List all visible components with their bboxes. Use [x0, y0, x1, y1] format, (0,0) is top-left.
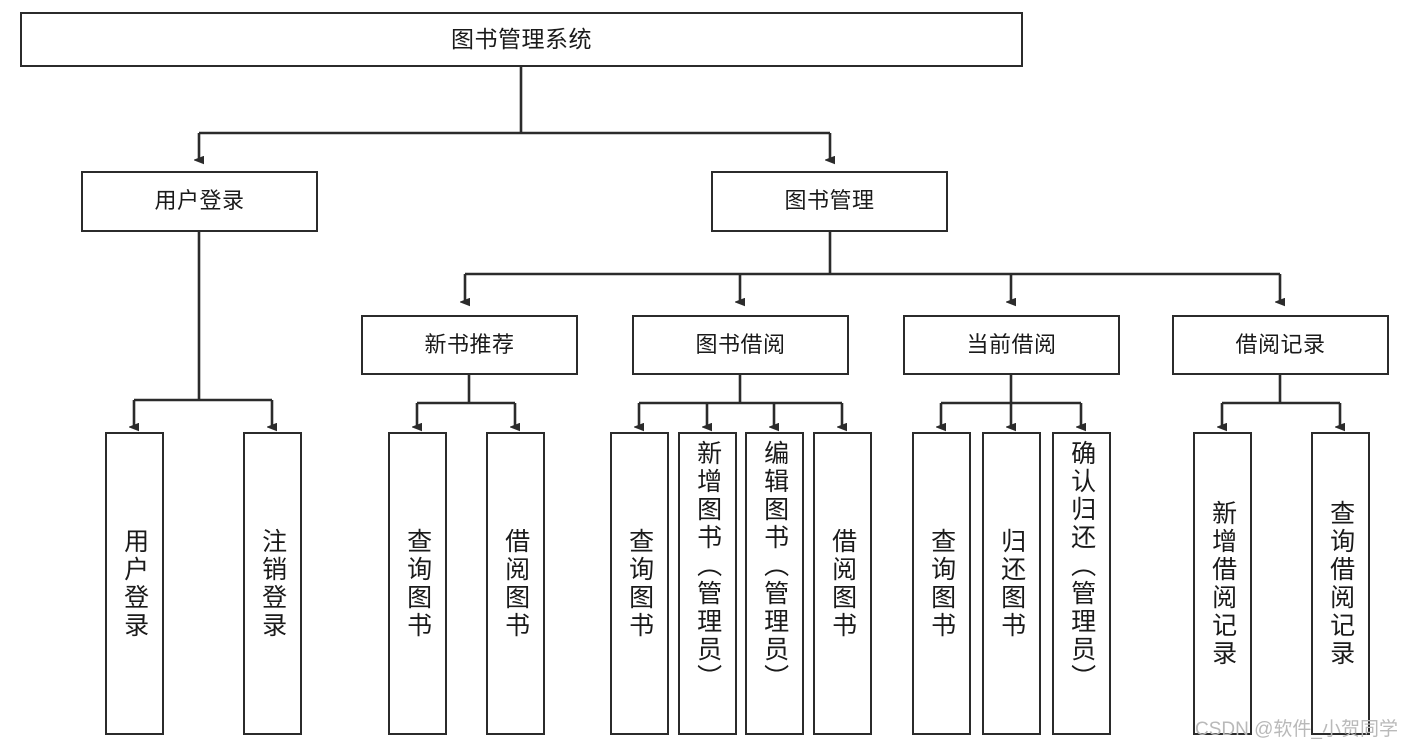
node-label: 用户登录 — [120, 527, 149, 640]
node-label: 当前借阅 — [966, 331, 1057, 357]
node-label: 用户登录 — [154, 188, 245, 214]
node-new-book-recommend[interactable]: 新书推荐 — [361, 315, 578, 375]
node-label: 图书管理 — [784, 188, 875, 214]
node-book-management[interactable]: 图书管理 — [711, 171, 948, 232]
node-label: 注销登录 — [258, 527, 287, 640]
csdn-watermark: CSDN @软件_小贺同学 — [1195, 719, 1398, 740]
node-label: 借阅图书 — [828, 527, 857, 640]
node-label: 查询图书 — [403, 527, 432, 640]
node-current-borrow[interactable]: 当前借阅 — [903, 315, 1120, 375]
node-label: 查询图书 — [625, 527, 654, 640]
node-root-book-management-system[interactable]: 图书管理系统 — [20, 12, 1023, 67]
node-label: 借阅记录 — [1235, 331, 1326, 357]
node-label: 图书借阅 — [695, 331, 786, 357]
leaf-borrow-book-borrow[interactable]: 借阅图书 — [813, 432, 872, 735]
node-user-login[interactable]: 用户登录 — [81, 171, 318, 232]
leaf-user-login[interactable]: 用户登录 — [105, 432, 164, 735]
leaf-logout-login[interactable]: 注销登录 — [243, 432, 302, 735]
node-label: 编辑图书（管理员） — [760, 440, 789, 692]
leaf-edit-book-admin[interactable]: 编辑图书（管理员） — [745, 432, 804, 735]
node-label: 新书推荐 — [424, 331, 515, 357]
leaf-return-book[interactable]: 归还图书 — [982, 432, 1041, 735]
node-label: 查询借阅记录 — [1326, 499, 1355, 668]
node-borrow-record[interactable]: 借阅记录 — [1172, 315, 1389, 375]
node-label: 归还图书 — [997, 527, 1026, 640]
node-book-borrow[interactable]: 图书借阅 — [632, 315, 849, 375]
leaf-query-book-recommend[interactable]: 查询图书 — [388, 432, 447, 735]
node-label: 新增图书（管理员） — [693, 440, 722, 692]
node-label: 确认归还（管理员） — [1067, 440, 1096, 692]
leaf-confirm-return-admin[interactable]: 确认归还（管理员） — [1052, 432, 1111, 735]
node-label: 查询图书 — [927, 527, 956, 640]
leaf-add-book-admin[interactable]: 新增图书（管理员） — [678, 432, 737, 735]
leaf-query-borrow-record[interactable]: 查询借阅记录 — [1311, 432, 1370, 735]
node-label: 新增借阅记录 — [1208, 499, 1237, 668]
node-label: 借阅图书 — [501, 527, 530, 640]
leaf-borrow-book-recommend[interactable]: 借阅图书 — [486, 432, 545, 735]
leaf-query-book-borrow[interactable]: 查询图书 — [610, 432, 669, 735]
node-label: 图书管理系统 — [451, 25, 592, 52]
leaf-query-book-current[interactable]: 查询图书 — [912, 432, 971, 735]
leaf-add-borrow-record[interactable]: 新增借阅记录 — [1193, 432, 1252, 735]
